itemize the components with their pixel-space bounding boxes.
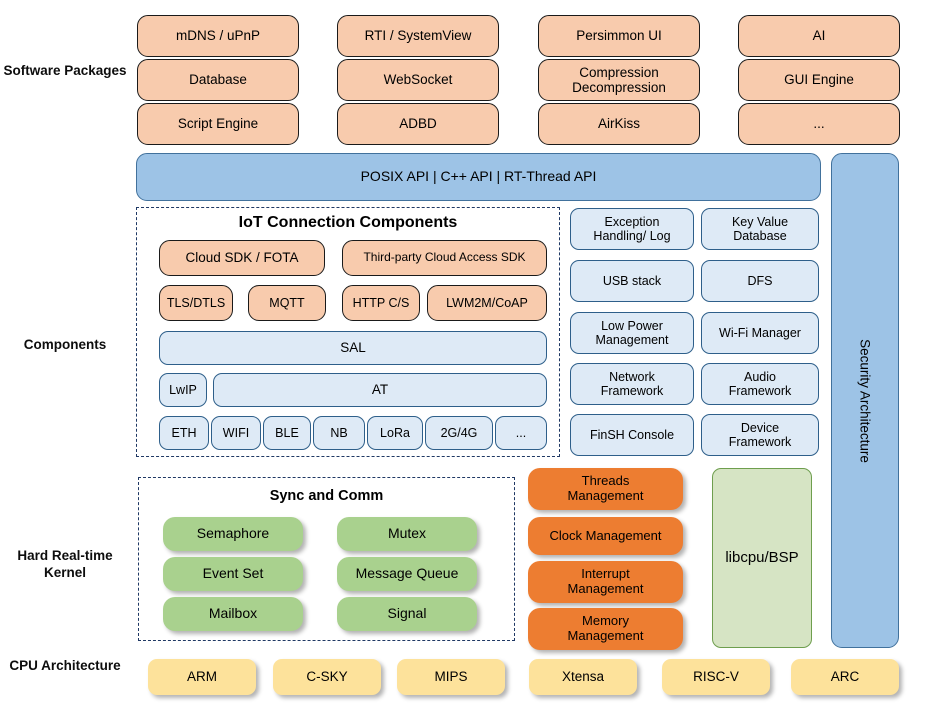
security-architecture-bar[interactable]: Security Architecture (831, 153, 899, 648)
kernel-mgmt-box[interactable]: Threads Management (528, 468, 683, 510)
cpu-arch-box[interactable]: Xtensa (529, 659, 637, 695)
component-box[interactable]: DFS (701, 260, 819, 302)
kernel-mgmt-box[interactable]: Clock Management (528, 517, 683, 555)
component-box[interactable]: FinSH Console (570, 414, 694, 456)
component-box[interactable]: Wi-Fi Manager (701, 312, 819, 354)
cpu-arch-box[interactable]: ARC (791, 659, 899, 695)
libcpu-bsp-box[interactable]: libcpu/BSP (712, 468, 812, 648)
sync-box[interactable]: Semaphore (163, 517, 303, 551)
sync-box[interactable]: Mutex (337, 517, 477, 551)
kernel-mgmt-box[interactable]: Interrupt Management (528, 561, 683, 603)
package-box[interactable]: ... (738, 103, 900, 145)
iot-box[interactable]: BLE (263, 416, 311, 450)
iot-connection-title: IoT Connection Components (238, 214, 458, 231)
kernel-mgmt-box[interactable]: Memory Management (528, 608, 683, 650)
package-box[interactable]: Compression Decompression (538, 59, 700, 101)
sync-box[interactable]: Signal (337, 597, 477, 631)
sync-comm-group (138, 477, 515, 641)
cpu-arch-box[interactable]: MIPS (397, 659, 505, 695)
package-box[interactable]: RTI / SystemView (337, 15, 499, 57)
package-box[interactable]: WebSocket (337, 59, 499, 101)
package-box[interactable]: Script Engine (137, 103, 299, 145)
iot-connection-group (136, 207, 560, 457)
iot-box[interactable]: AT (213, 373, 547, 407)
component-box[interactable]: Audio Framework (701, 363, 819, 405)
iot-box[interactable]: TLS/DTLS (159, 285, 233, 321)
package-box[interactable]: ADBD (337, 103, 499, 145)
iot-box[interactable]: LoRa (367, 416, 423, 450)
package-box[interactable]: GUI Engine (738, 59, 900, 101)
iot-box[interactable]: ETH (159, 416, 209, 450)
api-layer-bar[interactable]: POSIX API | C++ API | RT-Thread API (136, 153, 821, 201)
component-box[interactable]: USB stack (570, 260, 694, 302)
iot-box[interactable]: LWM2M/CoAP (427, 285, 547, 321)
package-box[interactable]: mDNS / uPnP (137, 15, 299, 57)
row-label-components: Components (23, 337, 107, 352)
iot-box[interactable]: WIFI (211, 416, 261, 450)
sync-box[interactable]: Event Set (163, 557, 303, 591)
row-label-cpu: CPU Architecture (9, 658, 121, 673)
iot-box[interactable]: 2G/4G (425, 416, 493, 450)
iot-box[interactable]: MQTT (248, 285, 326, 321)
component-box[interactable]: Key Value Database (701, 208, 819, 250)
package-box[interactable]: Persimmon UI (538, 15, 700, 57)
iot-box[interactable]: NB (313, 416, 365, 450)
package-box[interactable]: AI (738, 15, 900, 57)
row-label-kernel: Hard Real-time Kernel (17, 548, 113, 580)
iot-box[interactable]: HTTP C/S (342, 285, 420, 321)
component-box[interactable]: Low Power Management (570, 312, 694, 354)
component-box[interactable]: Network Framework (570, 363, 694, 405)
cpu-arch-box[interactable]: C-SKY (273, 659, 381, 695)
cpu-arch-box[interactable]: RISC-V (662, 659, 770, 695)
iot-box[interactable]: Third-party Cloud Access SDK (342, 240, 547, 276)
iot-box[interactable]: Cloud SDK / FOTA (159, 240, 325, 276)
package-box[interactable]: Database (137, 59, 299, 101)
cpu-arch-box[interactable]: ARM (148, 659, 256, 695)
package-box[interactable]: AirKiss (538, 103, 700, 145)
component-box[interactable]: Device Framework (701, 414, 819, 456)
sync-box[interactable]: Message Queue (337, 557, 477, 591)
component-box[interactable]: Exception Handling/ Log (570, 208, 694, 250)
security-architecture-label: Security Architecture (857, 338, 873, 463)
row-label-software-packages: Software Packages (3, 63, 127, 78)
sync-comm-title: Sync and Comm (269, 488, 384, 504)
iot-sal-box[interactable]: SAL (159, 331, 547, 365)
iot-box[interactable]: ... (495, 416, 547, 450)
iot-box[interactable]: LwIP (159, 373, 207, 407)
sync-box[interactable]: Mailbox (163, 597, 303, 631)
